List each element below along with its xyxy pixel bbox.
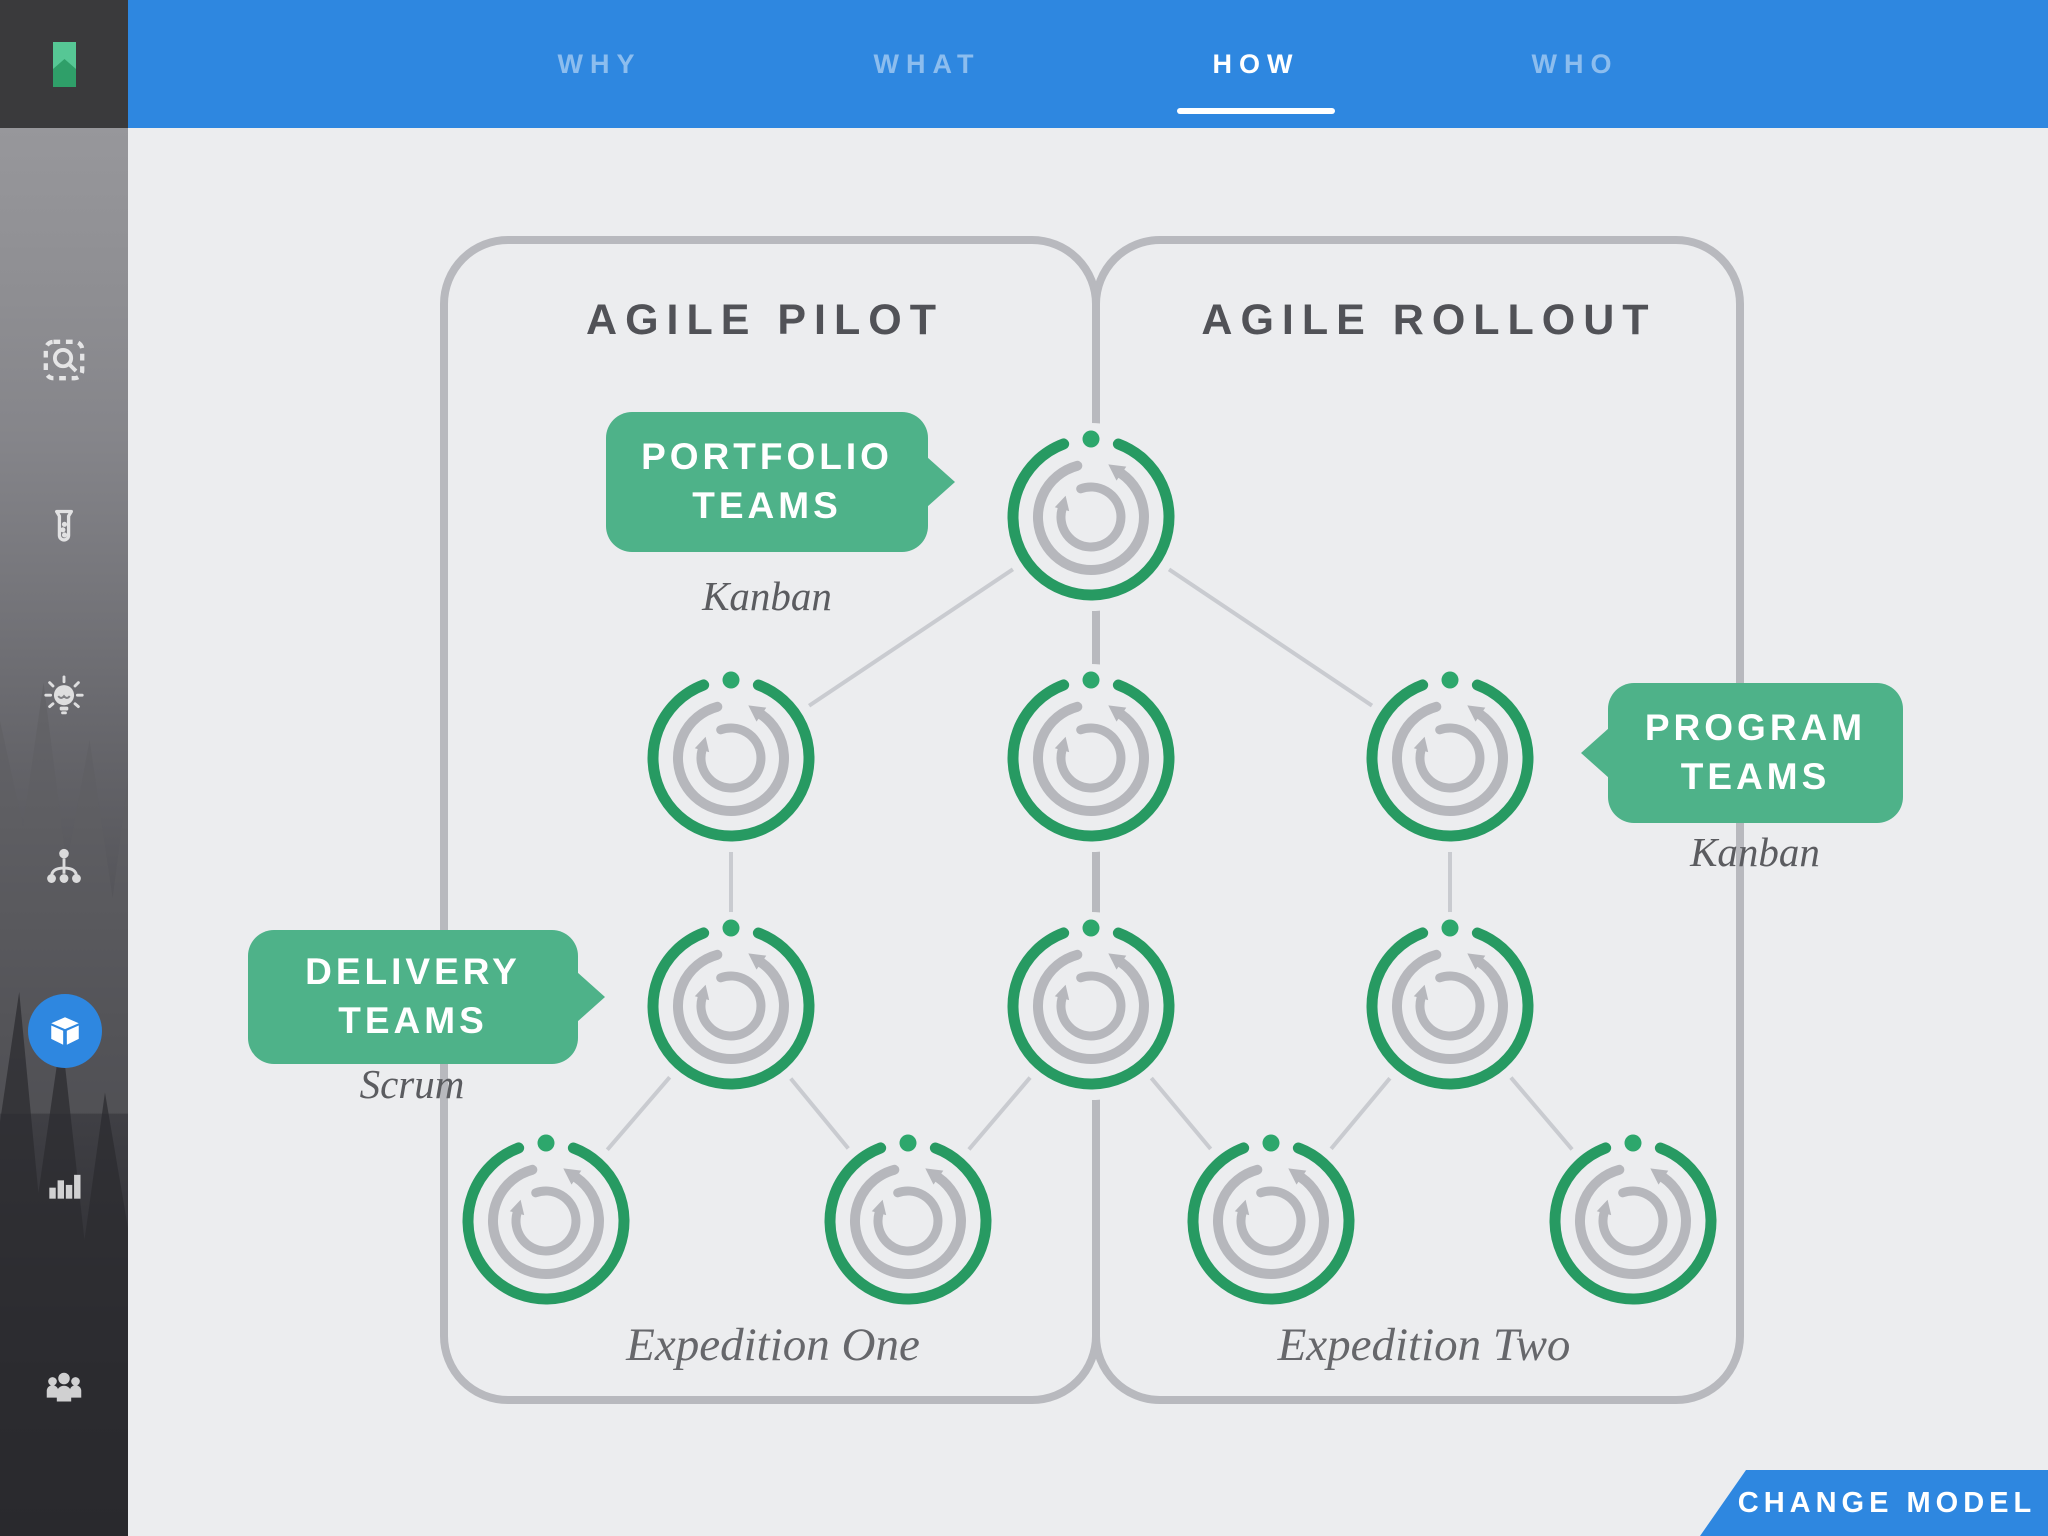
panel-footer-expedition-two: Expedition Two (1277, 1319, 1571, 1371)
sidebar-item-experiments[interactable] (0, 491, 128, 565)
iteration-cycle-icon (1177, 1127, 1365, 1315)
method-label-kanban-program: Kanban (1690, 829, 1820, 875)
callout-line: TEAMS (338, 1000, 488, 1041)
panel-footer-expedition-one: Expedition One (626, 1319, 920, 1371)
iteration-cycle-icon (1539, 1127, 1727, 1315)
team-node (1176, 1126, 1366, 1316)
cube-icon (51, 1017, 79, 1045)
active-item-highlight (28, 994, 102, 1068)
sidebar (0, 128, 128, 1536)
callout-line: DELIVERY (305, 951, 521, 993)
iteration-cycle-icon (637, 664, 825, 852)
callout-line: PROGRAM (1644, 707, 1867, 749)
test-tube-icon (55, 509, 73, 542)
method-label-scrum-delivery: Scrum (359, 1061, 465, 1107)
callout-line: PORTFOLIO (641, 436, 893, 478)
tab-what[interactable]: WHAT (873, 48, 981, 79)
people-group-icon (46, 1372, 82, 1402)
method-label-kanban-portfolio: Kanban (702, 573, 832, 619)
team-node (636, 911, 826, 1101)
callout-program-teams: PROGRAM TEAMS (1608, 683, 1903, 823)
bar-chart-icon (49, 1174, 81, 1199)
team-connectors (544, 515, 1635, 1223)
sidebar-item-structure[interactable] (0, 831, 128, 905)
callout-portfolio-teams: PORTFOLIO TEAMS (606, 412, 928, 552)
change-model-button[interactable]: CHANGE MODEL (1700, 1470, 2048, 1536)
panel-title-agile-pilot: AGILE PILOT (586, 296, 944, 344)
team-node (996, 911, 1186, 1101)
hierarchy-tree-icon (47, 848, 81, 883)
iteration-cycle-icon (997, 912, 1185, 1100)
team-node (996, 422, 1186, 612)
app-logo[interactable] (0, 0, 128, 128)
iteration-cycle-icon (637, 912, 825, 1100)
team-node (1538, 1126, 1728, 1316)
top-nav-bar: WHY WHAT HOW WHO (128, 0, 2048, 128)
team-node (636, 663, 826, 853)
iteration-cycle-icon (814, 1127, 1002, 1315)
sidebar-item-metrics[interactable] (0, 1147, 128, 1221)
sidebar-item-teams[interactable] (0, 1353, 128, 1427)
callout-line: TEAMS (1680, 756, 1831, 797)
iteration-cycle-icon (997, 664, 1185, 852)
tab-how[interactable]: HOW (1211, 43, 1302, 86)
iteration-cycle-icon (1356, 912, 1544, 1100)
panel-title-agile-rollout: AGILE ROLLOUT (1201, 296, 1657, 344)
team-node (1355, 911, 1545, 1101)
sidebar-item-scan-search[interactable] (0, 323, 128, 397)
iteration-cycle-icon (452, 1127, 640, 1315)
iteration-cycle-icon (997, 423, 1185, 611)
sidebar-item-model[interactable] (0, 994, 128, 1071)
tab-why[interactable]: WHY (557, 48, 642, 79)
green-bookmark-logo-icon (53, 42, 76, 87)
team-node (813, 1126, 1003, 1316)
team-node (996, 663, 1186, 853)
callout-line: TEAMS (692, 485, 842, 526)
iteration-cycle-icon (1356, 664, 1544, 852)
tab-who[interactable]: WHO (1531, 48, 1619, 79)
team-node (451, 1126, 641, 1316)
scan-search-icon (43, 339, 85, 381)
lightbulb-idea-icon (44, 675, 84, 715)
callout-delivery-teams: DELIVERY TEAMS (248, 930, 578, 1064)
team-node (1355, 663, 1545, 853)
sidebar-item-knowledge[interactable] (0, 1519, 128, 1536)
sidebar-item-ideas[interactable] (0, 661, 128, 735)
